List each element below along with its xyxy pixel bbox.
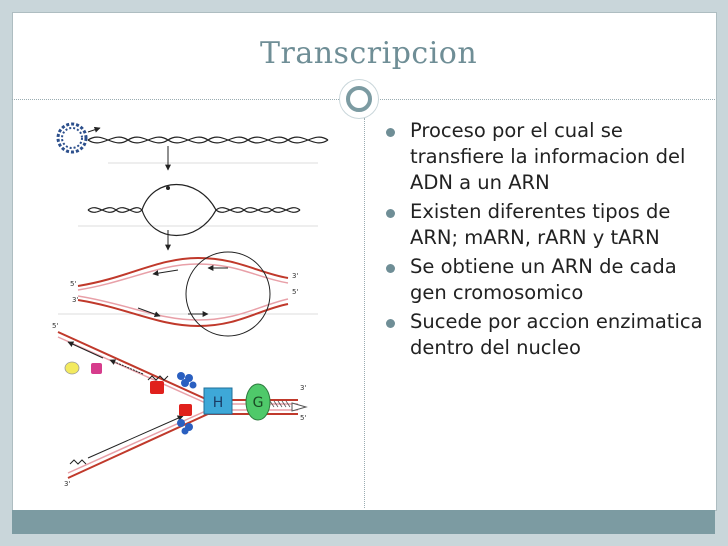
circular-dna-icon	[56, 122, 101, 154]
red-primase-icon-lower	[179, 404, 192, 416]
bullet-dot-icon	[386, 264, 395, 273]
transcription-diagram-svg: 5' 3' 3' 5' 5' 3' 5' 3'	[52, 122, 329, 488]
transcription-bubble-stage-3: 5' 3' 3' 5'	[58, 251, 318, 337]
bullet-text: Se obtiene un ARN de cada gen cromosomic…	[410, 255, 677, 304]
bullet-item: Se obtiene un ARN de cada gen cromosomic…	[384, 254, 704, 306]
slide-title: Transcripcion	[260, 36, 478, 71]
double-helix-stage-1	[87, 136, 329, 171]
label-3prime-a: 3'	[72, 296, 78, 304]
blue-ssb-protein-bottom-icon	[177, 419, 193, 435]
label-3prime-b: 3'	[292, 272, 298, 280]
bullet-list: Proceso por el cual se transfiere la inf…	[384, 118, 704, 364]
helicase-label: H	[213, 395, 224, 411]
bullet-text: Proceso por el cual se transfiere la inf…	[410, 119, 686, 194]
bullet-dot-icon	[386, 209, 395, 218]
blue-ssb-protein-top-icon	[177, 372, 197, 389]
bullet-dot-icon	[386, 128, 395, 137]
replication-fork-stage-4: 5' 3' 5' 3'	[52, 322, 308, 488]
bullet-item: Proceso por el cual se transfiere la inf…	[384, 118, 704, 196]
gyrase-label: G	[253, 395, 264, 411]
gyrase-g-icon: G	[245, 383, 271, 421]
bullet-item: Existen diferentes tipos de ARN; mARN, r…	[384, 199, 704, 251]
double-helix-stage-2	[78, 184, 318, 251]
label-5prime-b: 5'	[292, 288, 298, 296]
column-divider	[364, 118, 365, 508]
ring-ornament-icon	[340, 80, 378, 118]
label-5prime-a: 5'	[70, 280, 76, 288]
label-5prime-d: 5'	[300, 414, 306, 422]
magenta-protein-icon	[91, 363, 102, 374]
transcription-diagram: 5' 3' 3' 5' 5' 3' 5' 3'	[48, 118, 348, 490]
yellow-protein-icon	[64, 361, 80, 375]
helicase-h-icon: H	[203, 387, 233, 415]
bullet-text: Existen diferentes tipos de ARN; mARN, r…	[410, 200, 671, 249]
bullet-dot-icon	[386, 319, 395, 328]
label-3prime-d: 3'	[64, 480, 70, 488]
bullet-text: Sucede por accion enzimatica dentro del …	[410, 310, 703, 359]
red-primase-icon	[150, 381, 164, 394]
label-5prime-c: 5'	[52, 322, 58, 330]
footer-band	[12, 510, 715, 534]
label-3prime-c: 3'	[300, 384, 306, 392]
bullet-item: Sucede por accion enzimatica dentro del …	[384, 309, 704, 361]
